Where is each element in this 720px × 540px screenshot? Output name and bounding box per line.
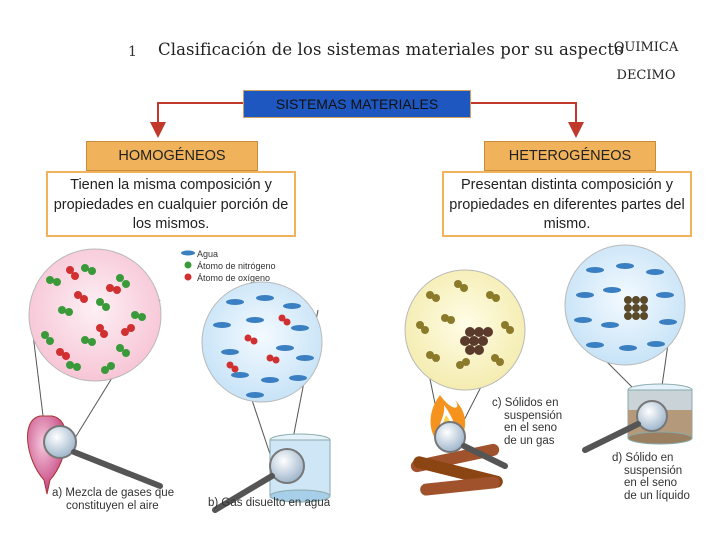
- homogeneous-title: HOMOGÉNEOS: [86, 141, 258, 171]
- soot-cluster: [460, 327, 493, 355]
- root-box: SISTEMAS MATERIALES: [243, 90, 471, 118]
- arrow-to-homogeneous: [150, 102, 243, 138]
- illustrations: [27, 244, 693, 513]
- heterogeneous-description: Presentan distinta composición y propied…: [442, 171, 692, 237]
- caption-d-line-3: en el seno: [624, 477, 678, 489]
- caption-b: b) Gas disuelto en agua: [208, 497, 331, 509]
- caption-c-line-4: de un gas: [504, 434, 555, 447]
- heterogeneous-title: HETEROGÉNEOS: [484, 141, 656, 171]
- nitrogen-legend-swatch: [184, 261, 192, 269]
- page-title: Clasificación de los sistemas materiales…: [158, 40, 625, 59]
- oxygen-molecules: [56, 266, 135, 360]
- nitrogen-molecules: [41, 264, 146, 374]
- legend-oxygen: Átomo de oxígeno: [197, 273, 271, 283]
- caption-a: a) Mezcla de gases que constituyen el ai…: [52, 487, 174, 512]
- water-molecules-b: [213, 295, 314, 398]
- air-mixture-illustration: [27, 248, 163, 495]
- caption-c: c) Sólidos en suspensión en el seno de u…: [492, 397, 562, 447]
- slide-number: 1: [128, 44, 137, 60]
- legend: Agua Átomo de nitrógeno Átomo de oxígeno: [197, 248, 276, 284]
- homogeneous-description: Tienen la misma composición y propiedade…: [46, 171, 296, 237]
- solid-block: [624, 296, 648, 320]
- smoke-illustration: [404, 269, 526, 496]
- caption-c-line-1: c) Sólidos en: [492, 397, 559, 409]
- subject-label: QUIMICA DECIMO: [606, 34, 686, 90]
- water-molecules-d: [574, 263, 677, 351]
- dissolved-gas-molecules: [226, 314, 291, 373]
- subject-line-2: DECIMO: [616, 68, 676, 83]
- suspended-particles: [416, 280, 514, 369]
- gas-in-water-illustration: [201, 281, 331, 513]
- caption-a-line-1: a) Mezcla de gases que: [52, 487, 175, 499]
- caption-d-line-1: d) Sólido en: [612, 452, 674, 464]
- caption-d: d) Sólido en suspensión en el seno de un…: [612, 452, 690, 502]
- water-legend-swatch: [181, 250, 195, 256]
- caption-d-line-4: de un líquido: [624, 489, 690, 502]
- legend-swatches: [181, 250, 195, 281]
- caption-c-line-2: suspensión: [504, 409, 563, 422]
- oxygen-legend-swatch: [184, 273, 192, 281]
- legend-nitrogen: Átomo de nitrógeno: [197, 261, 276, 271]
- subject-line-1: QUIMICA: [613, 40, 679, 55]
- suspension-in-liquid-illustration: [564, 244, 693, 453]
- caption-c-line-3: en el seno: [504, 422, 558, 434]
- legend-water: Agua: [197, 249, 219, 259]
- caption-a-line-2: constituyen el aire: [66, 499, 159, 512]
- arrow-to-heterogeneous: [469, 102, 584, 138]
- caption-d-line-2: suspensión: [624, 464, 683, 477]
